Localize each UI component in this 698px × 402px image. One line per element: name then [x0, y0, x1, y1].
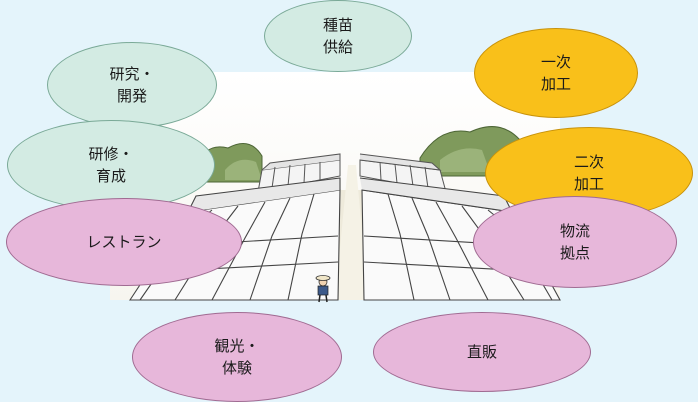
node-line: 拠点	[559, 244, 590, 262]
node-line: 物流	[559, 222, 590, 240]
node-line: 種苗	[322, 16, 353, 34]
node-line: 供給	[322, 38, 353, 56]
node-line: 二次	[573, 153, 604, 171]
node-logistics-hub: 物流 拠点	[473, 196, 677, 288]
node-line: 加工	[540, 75, 571, 93]
node-direct-sales: 直販	[373, 312, 591, 392]
node-seedling-supply: 種苗 供給	[264, 0, 412, 72]
node-restaurant: レストラン	[6, 198, 242, 286]
node-line: 加工	[573, 175, 604, 193]
node-training: 研修・ 育成	[7, 120, 215, 210]
farmer-figure	[315, 275, 331, 303]
node-line: 研究・	[109, 65, 155, 83]
node-primary-processing: 一次 加工	[474, 28, 638, 118]
node-tourism-experience: 観光・ 体験	[132, 312, 342, 402]
node-research-development: 研究・ 開発	[47, 42, 217, 128]
node-line: 一次	[540, 53, 571, 71]
far-greenhouses-right	[359, 153, 447, 193]
node-line: 体験	[221, 359, 252, 377]
node-line: 観光・	[214, 337, 260, 355]
node-line: 開発	[116, 87, 147, 105]
node-line: レストラン	[86, 233, 162, 251]
node-line: 直販	[466, 343, 497, 361]
node-line: 研修・	[88, 145, 134, 163]
node-line: 育成	[95, 167, 126, 185]
center-path	[335, 165, 368, 300]
